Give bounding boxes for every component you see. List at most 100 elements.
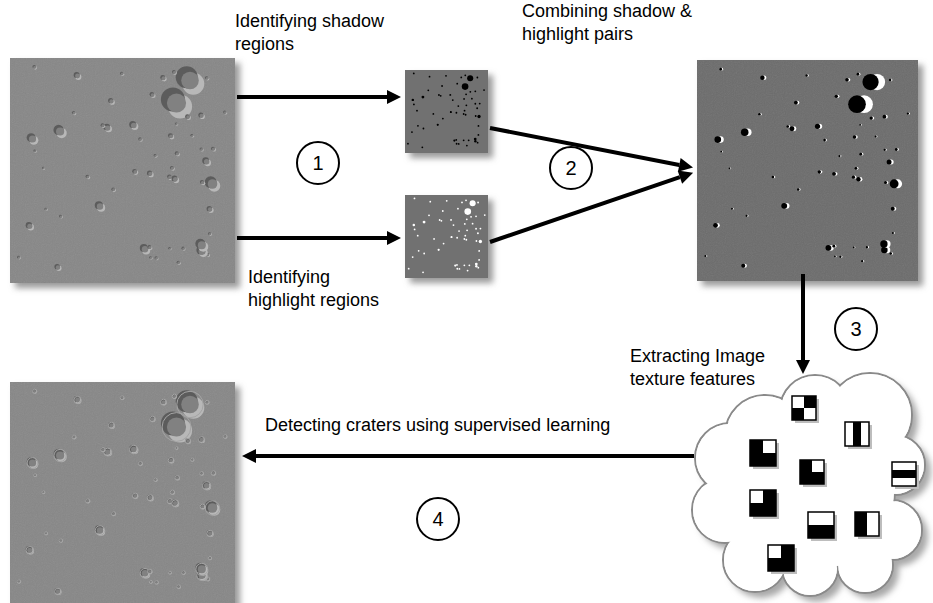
crater-outline	[175, 447, 178, 450]
crater-field	[17, 389, 227, 595]
crater-shade	[223, 111, 226, 114]
crater-rim	[102, 124, 106, 128]
shadow-region	[445, 75, 447, 77]
crater-floor	[169, 458, 173, 462]
highlight-region	[408, 268, 410, 270]
crater-outline	[199, 437, 205, 443]
icon-border	[792, 396, 816, 420]
highlight-region	[705, 255, 707, 257]
crater-shade	[175, 151, 179, 155]
crater-outline	[130, 445, 138, 453]
icon-border	[845, 422, 869, 446]
shadow-region	[460, 77, 462, 79]
crater-rim	[224, 435, 227, 438]
crater-rim	[102, 448, 106, 452]
crater-outline	[182, 571, 186, 575]
crater-rim	[57, 128, 67, 138]
haar-feature-icon	[792, 396, 819, 423]
crater-floor	[169, 134, 173, 138]
highlight-region	[478, 250, 480, 252]
highlight-region	[453, 224, 455, 226]
crater-outline	[208, 556, 211, 559]
icon-cell	[853, 422, 861, 446]
crater-floor	[176, 152, 179, 155]
shadow-region	[456, 143, 458, 145]
crater-floor	[173, 177, 178, 182]
highlight-region	[840, 256, 842, 258]
crater-image	[697, 60, 923, 286]
crater-shade	[175, 122, 177, 124]
crater-rim	[176, 153, 180, 157]
shadow-region	[805, 74, 807, 76]
crater-floor	[176, 447, 178, 449]
crater-floor	[133, 170, 137, 174]
crater-floor	[208, 503, 218, 513]
crater-floor	[121, 72, 124, 75]
shadow-region	[407, 143, 409, 145]
icon-cell	[855, 512, 867, 536]
crater-floor	[148, 246, 151, 249]
crater-shade	[171, 176, 177, 182]
crater-shade	[207, 206, 212, 211]
crater-floor	[181, 72, 199, 90]
crater-floor	[206, 77, 209, 80]
highlight-region	[479, 240, 482, 243]
crater-rim	[150, 581, 153, 584]
highlight-region	[893, 232, 895, 234]
image-texture	[10, 58, 235, 283]
crater-shade	[108, 98, 113, 103]
crater-outline	[95, 526, 105, 536]
highlight-region	[854, 246, 856, 248]
crater-outline	[132, 493, 138, 499]
shadow-region	[884, 181, 887, 184]
shadow-region	[466, 145, 468, 147]
shadow-region	[476, 77, 478, 79]
crater-floor	[186, 115, 190, 119]
callout-number: 4	[432, 508, 443, 530]
feature-cloud	[692, 373, 925, 596]
crater-shade	[44, 208, 47, 211]
step-circle: 3	[834, 307, 878, 351]
crater-outline	[161, 399, 167, 405]
crater-floor	[75, 74, 80, 79]
crater-shade	[181, 247, 184, 250]
shadow-region	[892, 232, 894, 234]
crater-rim	[155, 257, 158, 260]
crater-shade	[168, 133, 173, 138]
highlight-region	[459, 268, 461, 270]
icon-cell	[750, 440, 763, 453]
icon-cell	[763, 503, 776, 516]
crater-outline	[55, 588, 62, 595]
icon-ground	[800, 460, 824, 484]
shadow-region	[760, 75, 764, 79]
crater-shade	[147, 569, 151, 573]
crater-rim	[18, 257, 21, 260]
highlight-region	[442, 210, 444, 212]
crater-shade	[86, 175, 90, 179]
icon-cell	[750, 503, 763, 516]
crater-shade	[198, 112, 203, 117]
crater-rim	[206, 77, 209, 80]
crater-shade	[167, 174, 171, 178]
crater-rim	[18, 581, 21, 584]
crater-floor	[131, 447, 137, 453]
crater-shade	[149, 580, 152, 583]
crater-shade	[172, 394, 176, 398]
crater-rim	[139, 138, 142, 141]
highlight-region	[875, 135, 877, 137]
crater-floor	[173, 501, 178, 506]
crater-rim	[171, 491, 175, 495]
step-label: Detecting craters using supervised learn…	[265, 414, 705, 437]
highlight-region	[472, 223, 474, 225]
highlight-region	[429, 201, 431, 203]
shadow-region	[857, 73, 860, 76]
crater-field	[704, 68, 910, 268]
crater-shade	[111, 512, 114, 515]
crater-rim	[201, 148, 204, 151]
crater-outline	[196, 563, 208, 575]
shadow-region	[825, 245, 831, 251]
crater-rim	[73, 112, 76, 115]
crater-shade	[155, 580, 158, 583]
step-circle: 2	[549, 146, 593, 190]
shadow-region	[781, 203, 787, 209]
